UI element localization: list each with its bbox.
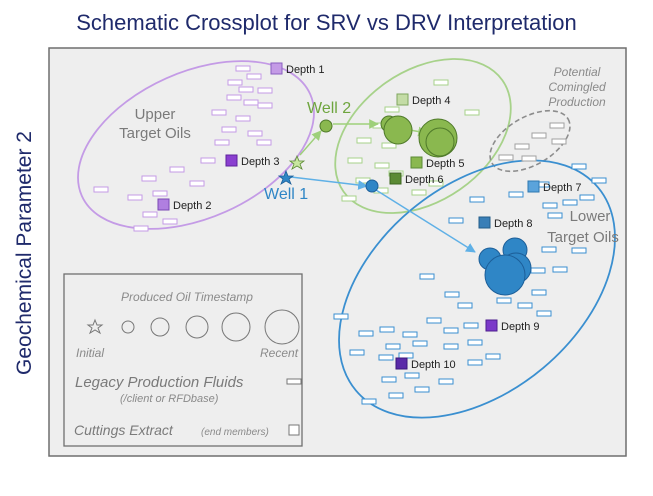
depth-5-label: Depth 5 — [426, 158, 465, 170]
depth-6-marker — [389, 172, 402, 185]
comingled-label-line3: Production — [548, 95, 606, 109]
lower-target-ellipse — [338, 159, 616, 419]
legend-cuttings-sub: (end members) — [201, 427, 269, 438]
comingled-label-line1: Potential — [554, 65, 601, 79]
upper-target-label-line1: Upper — [135, 106, 176, 123]
well1-star-icon — [277, 169, 295, 185]
legend-bubble-5-icon — [264, 309, 300, 345]
legend-timestamp-title: Produced Oil Timestamp — [121, 290, 253, 304]
depth-4-label: Depth 4 — [412, 95, 451, 107]
comingled-ellipse — [489, 109, 571, 173]
depth-2-label: Depth 2 — [173, 200, 212, 212]
depth-10-marker — [395, 357, 408, 370]
upper-target-ellipse — [77, 60, 315, 230]
well1-arrow-2 — [375, 189, 476, 253]
depth-markers — [157, 62, 540, 370]
legacy-fluid-markers — [93, 65, 607, 405]
legend-bubble-2-icon — [150, 317, 170, 337]
depth-3-marker — [225, 154, 238, 167]
depth-5-marker — [410, 156, 423, 169]
well2-star-icon — [288, 154, 306, 170]
depth-10-label: Depth 10 — [411, 359, 456, 371]
chart-title: Schematic Crossplot for SRV vs DRV Inter… — [76, 10, 577, 35]
legend-recent-label: Recent — [260, 346, 299, 360]
legend-cuttings-label: Cuttings Extract — [74, 422, 174, 438]
legend-legacy-marker — [286, 378, 302, 385]
depth-3-label: Depth 3 — [241, 156, 280, 168]
legend-initial-star-icon — [86, 318, 104, 335]
legend-bubble-3-icon — [185, 315, 209, 339]
legend-initial-label: Initial — [76, 346, 104, 360]
depth-4-marker — [396, 93, 409, 106]
legend-legacy-label: Legacy Production Fluids — [75, 374, 244, 391]
depth-8-label: Depth 8 — [494, 218, 533, 230]
legend-bubble-1-icon — [121, 320, 135, 334]
depth-1-label: Depth 1 — [286, 64, 325, 76]
well1-oil-bubbles — [365, 179, 532, 296]
lower-target-label-line1: Lower — [570, 208, 611, 225]
well2-arrow-1 — [299, 130, 322, 156]
depth-9-marker — [485, 319, 498, 332]
depth-6-label: Depth 6 — [405, 174, 444, 186]
upper-target-label-line2: Target Oils — [119, 125, 191, 142]
legend-legacy-sub: (/client or RFDbase) — [120, 393, 219, 405]
depth-9-label: Depth 9 — [501, 321, 540, 333]
legend-box — [63, 273, 303, 447]
legend-cuttings-marker — [288, 424, 300, 436]
lower-target-label-line2: Target Oils — [547, 229, 619, 246]
legend: Produced Oil Timestamp Initial Recent Le… — [63, 273, 303, 447]
depth-1-marker — [270, 62, 283, 75]
well1-label: Well 1 — [264, 186, 308, 203]
well2-oil-bubbles — [319, 115, 458, 158]
depth-7-label: Depth 7 — [543, 182, 582, 194]
depth-7-marker — [527, 180, 540, 193]
well2-label: Well 2 — [307, 100, 351, 117]
depth-2-marker — [157, 198, 170, 211]
legend-bubble-4-icon — [221, 312, 251, 342]
depth-8-marker — [478, 216, 491, 229]
comingled-label-line2: Comingled — [548, 80, 606, 94]
well2-ellipse — [334, 58, 512, 214]
well1-arrow-1 — [290, 176, 368, 190]
